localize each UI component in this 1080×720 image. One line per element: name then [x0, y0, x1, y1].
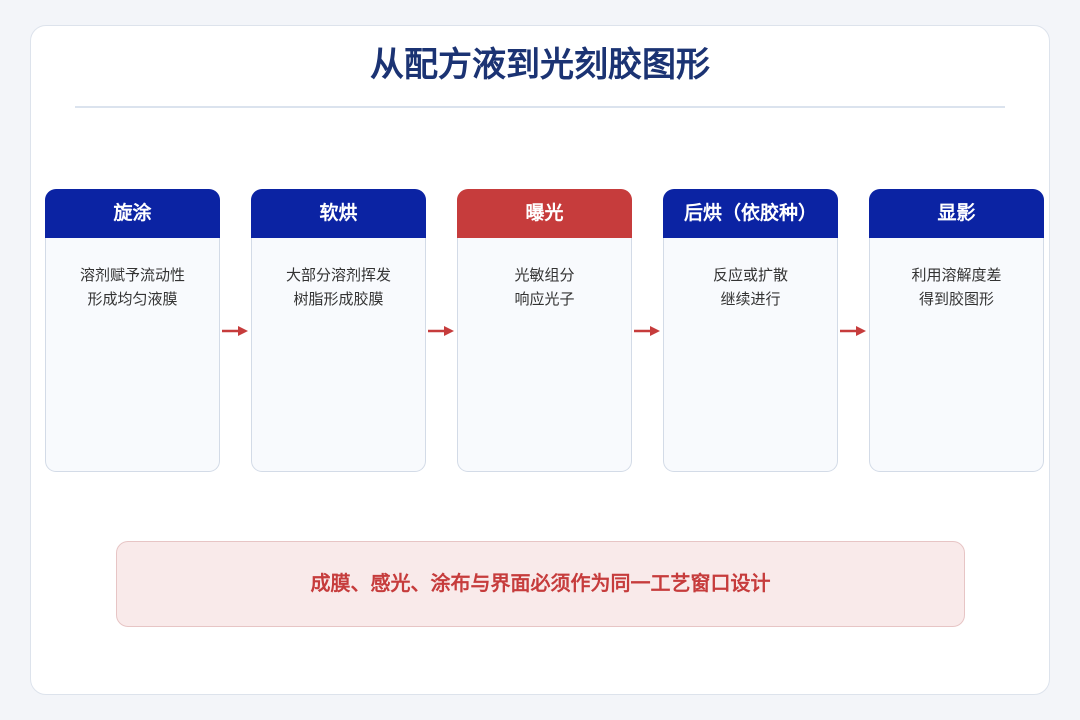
step-description-line: 光敏组分: [514, 266, 575, 284]
step-header: 软烘: [251, 189, 426, 238]
step-description-line: 树脂形成胶膜: [293, 290, 384, 308]
step-description-line: 大部分溶剂挥发: [285, 266, 391, 284]
step-card-spin-coat: 旋涂 溶剂赋予流动性 形成均匀液膜: [45, 189, 220, 472]
step-body: 大部分溶剂挥发 树脂形成胶膜: [251, 238, 426, 472]
step-body: 溶剂赋予流动性 形成均匀液膜: [45, 238, 220, 472]
conclusion-callout: 成膜、感光、涂布与界面必须作为同一工艺窗口设计: [116, 541, 965, 627]
step-description-line: 反应或扩散: [712, 266, 788, 284]
arrow-right-icon: [840, 325, 866, 337]
step-body: 利用溶解度差 得到胶图形: [869, 238, 1044, 472]
step-header: 显影: [869, 189, 1044, 238]
step-card-post-bake: 后烘（依胶种） 反应或扩散 继续进行: [663, 189, 838, 472]
step-header: 后烘（依胶种）: [663, 189, 838, 238]
step-description-line: 响应光子: [514, 290, 575, 308]
arrow-right-icon: [634, 325, 660, 337]
step-body: 反应或扩散 继续进行: [663, 238, 838, 472]
step-card-develop: 显影 利用溶解度差 得到胶图形: [869, 189, 1044, 472]
step-description-line: 溶剂赋予流动性: [79, 266, 185, 284]
step-header: 曝光: [457, 189, 632, 238]
step-card-exposure: 曝光 光敏组分 响应光子: [457, 189, 632, 472]
step-description-line: 形成均匀液膜: [87, 290, 178, 308]
step-header: 旋涂: [45, 189, 220, 238]
step-description-line: 利用溶解度差: [911, 266, 1002, 284]
title-divider: [75, 106, 1005, 108]
step-card-soft-bake: 软烘 大部分溶剂挥发 树脂形成胶膜: [251, 189, 426, 472]
arrow-right-icon: [428, 325, 454, 337]
step-body: 光敏组分 响应光子: [457, 238, 632, 472]
step-description-line: 得到胶图形: [918, 290, 994, 308]
step-description-line: 继续进行: [720, 290, 781, 308]
arrow-right-icon: [222, 325, 248, 337]
page-title: 从配方液到光刻胶图形: [370, 45, 710, 85]
